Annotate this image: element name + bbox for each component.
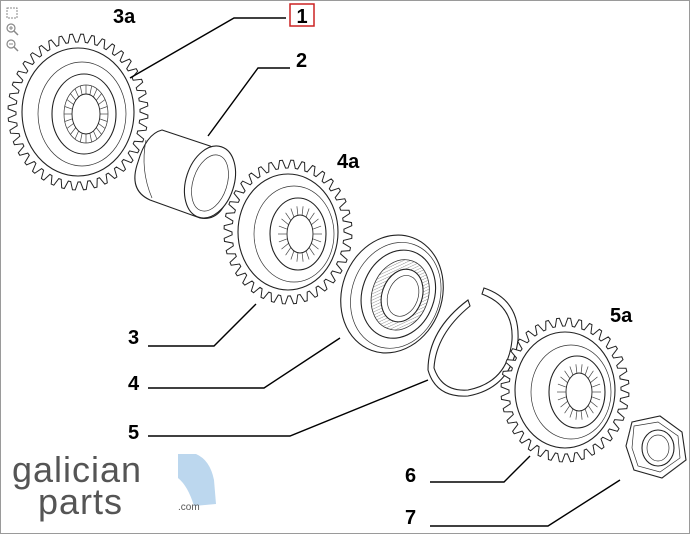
gear-3a[interactable] — [7, 33, 149, 191]
callout-3a[interactable]: 3a — [113, 6, 136, 28]
bushing-2[interactable] — [134, 129, 244, 225]
galicianparts-logo: galician parts .com — [12, 450, 216, 522]
callout-1[interactable]: 1 — [296, 6, 307, 28]
zoom-toolbar — [5, 6, 21, 52]
callout-7[interactable]: 7 — [405, 507, 416, 529]
logo-line-1: galician — [12, 450, 142, 490]
callout-2[interactable]: 2 — [296, 50, 307, 72]
zoom-out-icon[interactable] — [5, 38, 19, 52]
gear-3[interactable] — [223, 159, 353, 305]
callout-1-highlight-box — [289, 3, 315, 27]
callout-4[interactable]: 4 — [128, 373, 140, 395]
nut-7[interactable] — [625, 415, 687, 479]
bearing-4[interactable] — [324, 221, 459, 368]
logo-domain: .com — [178, 502, 200, 513]
logo-line-2: parts — [38, 481, 123, 522]
callout-5a[interactable]: 5a — [610, 305, 633, 327]
leader-lines — [129, 17, 621, 527]
callout-5[interactable]: 5 — [128, 422, 139, 444]
gear-6[interactable] — [500, 317, 630, 463]
zoom-in-icon[interactable] — [5, 22, 19, 36]
callout-3[interactable]: 3 — [128, 327, 139, 349]
fit-to-window-icon[interactable] — [5, 6, 19, 20]
callout-4a[interactable]: 4a — [337, 151, 360, 173]
callout-6[interactable]: 6 — [405, 465, 416, 487]
logo-car-door-shape — [178, 454, 216, 506]
